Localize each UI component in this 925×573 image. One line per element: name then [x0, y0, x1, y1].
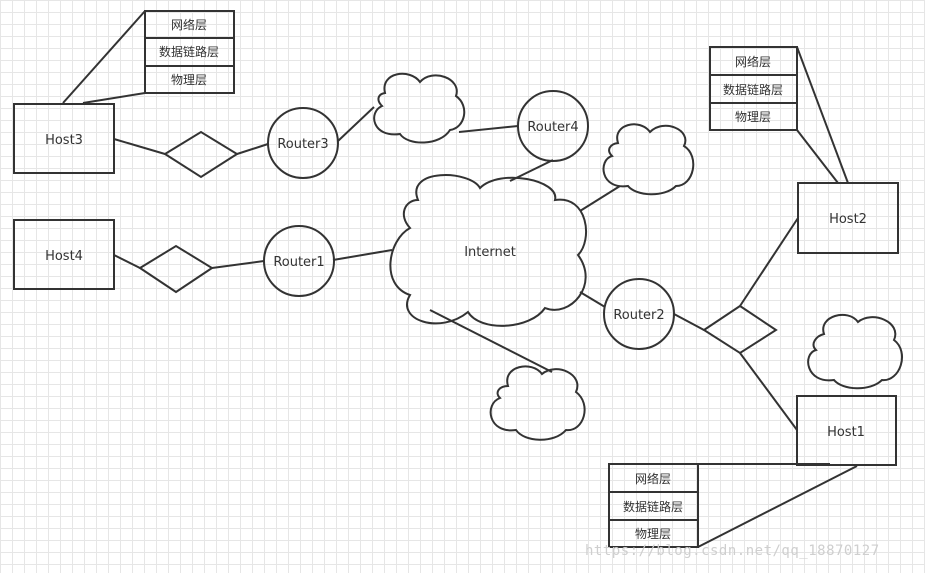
cloud-right-bottom [807, 313, 903, 390]
switch-router3-link [236, 143, 269, 155]
host2-layer-connector-top [796, 46, 849, 184]
host3-layer-connector-top [62, 10, 146, 104]
router2-circle [603, 278, 675, 350]
watermark-text: https://blog.csdn.net/qq_18870127 [585, 543, 880, 559]
switch-diamond-host3 [163, 130, 239, 179]
router3-cloud-link [337, 106, 375, 142]
cloud-top-center [373, 72, 466, 144]
router2-label: Router2 [613, 308, 664, 323]
layer-stack-host2 [709, 46, 798, 131]
host2-network-layer: 网络层 [735, 54, 771, 69]
internet-cloud-link [579, 185, 621, 212]
host2-datalink-layer: 数据链路层 [723, 82, 783, 97]
host2-layer-connector-bottom [796, 129, 839, 184]
host1-physical-layer: 物理层 [635, 527, 671, 541]
internet-router2-link [579, 291, 606, 308]
host4-box [13, 219, 115, 290]
host2-physical-layer: 物理层 [735, 110, 771, 124]
cloud-bottom-center [489, 365, 586, 441]
switch-router1-link [211, 260, 265, 269]
switch-diamond-host1-host2 [702, 304, 778, 355]
host3-datalink-layer: 数据链路层 [159, 44, 219, 59]
router1-label: Router1 [273, 255, 324, 270]
internet-cloud-bottom-link [429, 309, 553, 373]
host1-box [796, 395, 897, 466]
host4-label: Host4 [45, 249, 83, 264]
internet-cloud [389, 174, 587, 327]
host3-label: Host3 [45, 133, 83, 148]
router4-circle [517, 90, 589, 162]
layer-stack-host3 [144, 10, 235, 94]
router2-switch-link [673, 313, 705, 331]
switch-host1-link [739, 352, 798, 431]
host2-label: Host2 [829, 212, 867, 227]
host1-network-layer: 网络层 [635, 471, 671, 486]
host1-layer-connector-bottom [697, 465, 858, 548]
router1-internet-link [332, 249, 393, 261]
router3-label: Router3 [277, 137, 328, 152]
host3-switch-link [113, 138, 166, 155]
host4-switch-link [113, 254, 141, 269]
layer-stack-host1 [608, 463, 699, 548]
host3-network-layer: 网络层 [171, 17, 207, 32]
router1-circle [263, 225, 335, 297]
internet-label: Internet [464, 245, 516, 260]
cloud-router4-link [458, 125, 519, 133]
host3-physical-layer: 物理层 [171, 73, 207, 87]
host1-label: Host1 [827, 425, 865, 440]
host3-layer-connector-bottom [82, 92, 146, 104]
router3-circle [267, 107, 339, 179]
host3-box [13, 103, 115, 174]
switch-host2-link [739, 217, 799, 307]
host1-datalink-layer: 数据链路层 [623, 499, 683, 514]
cloud-right-top [602, 123, 695, 196]
router4-label: Router4 [527, 120, 578, 135]
switch-diamond-host4 [138, 244, 214, 294]
host2-box [797, 182, 899, 254]
